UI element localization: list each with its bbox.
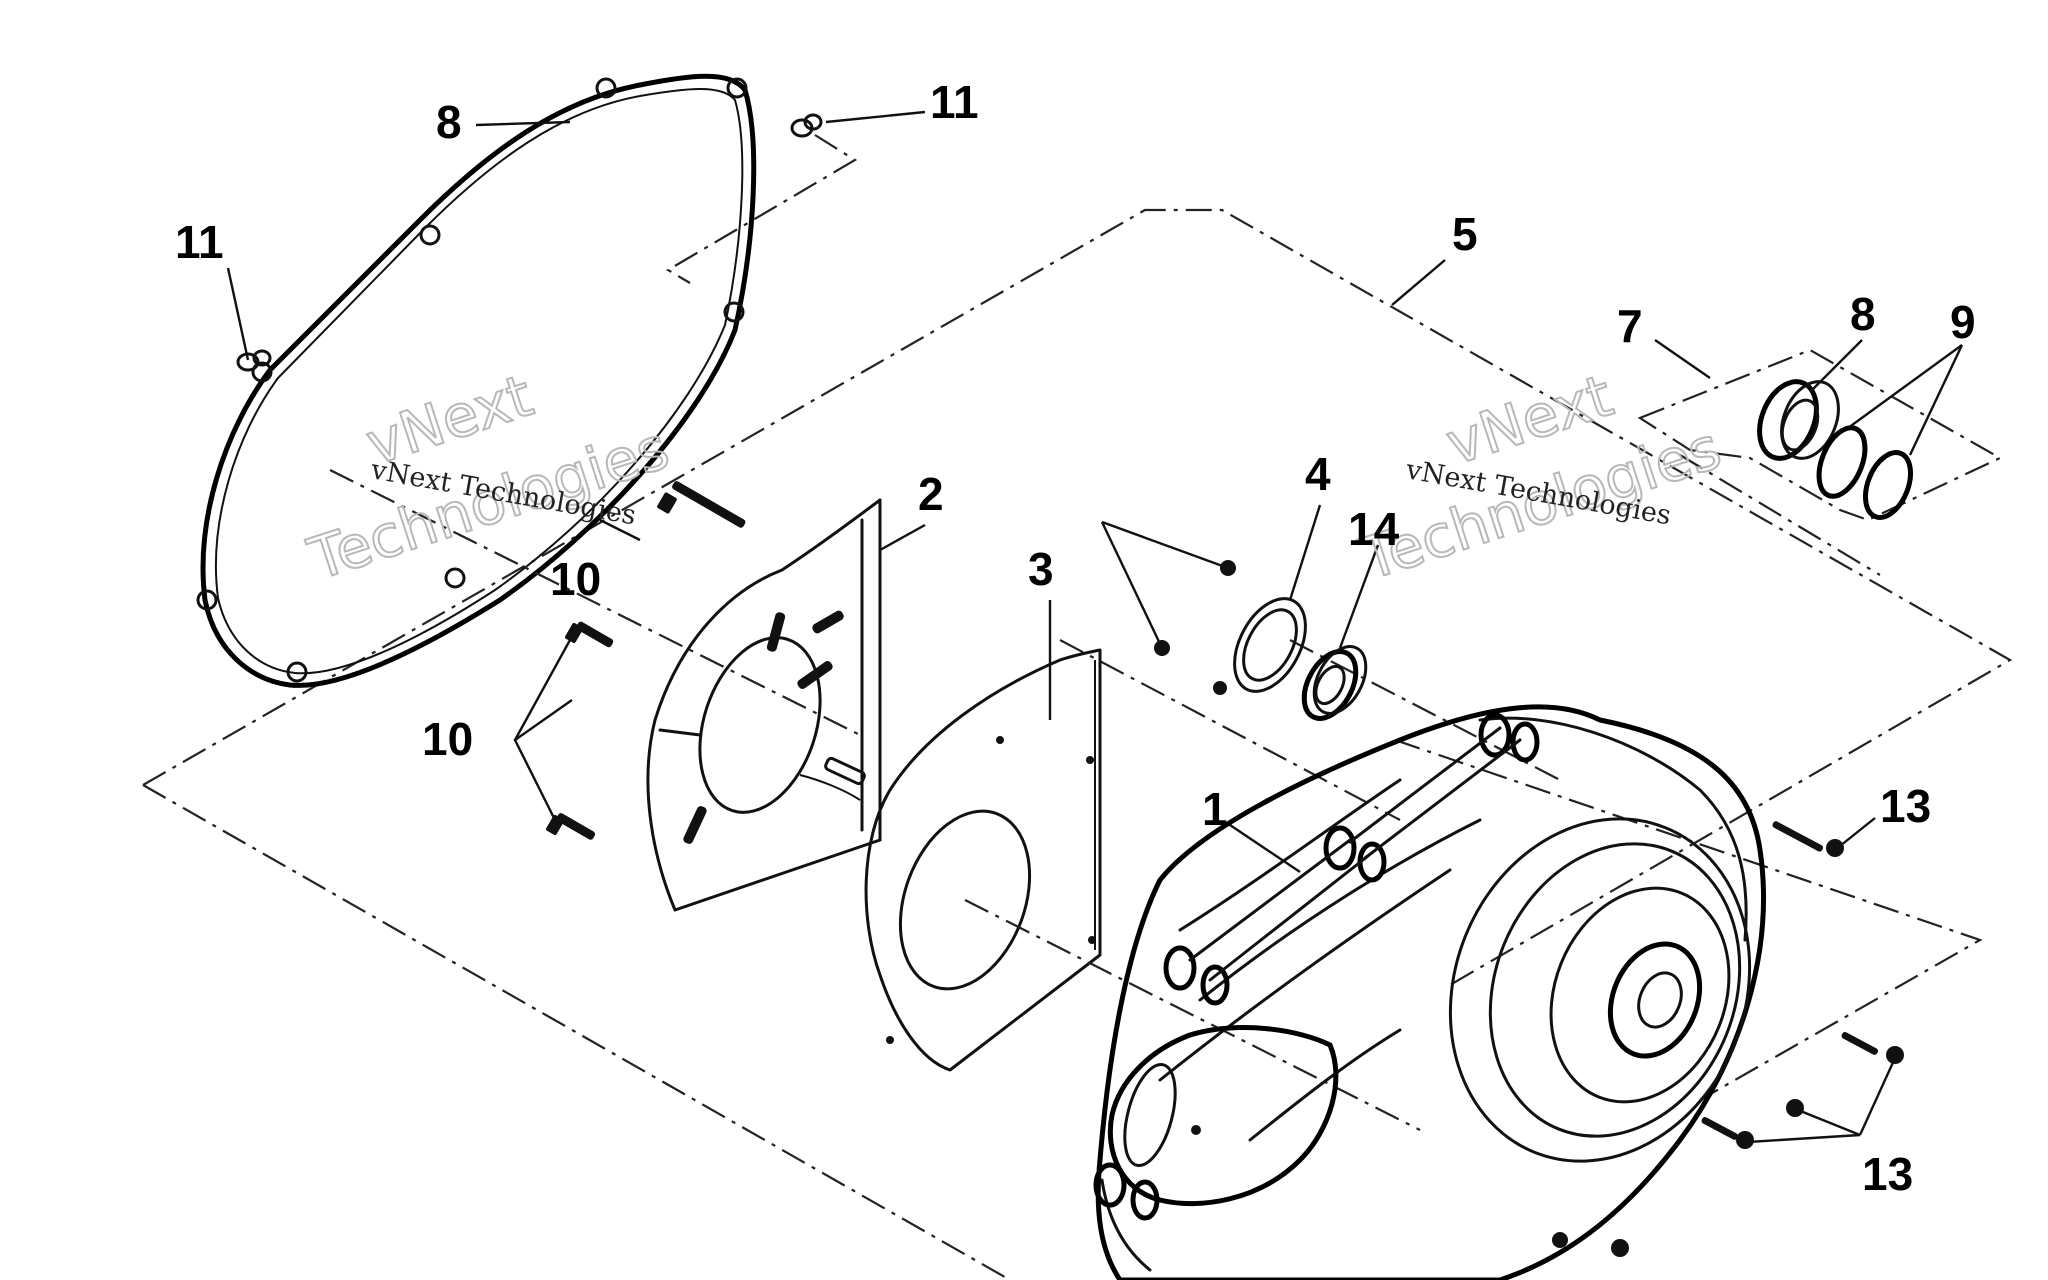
callout-5: 5 [1452,208,1478,260]
callout-11-left: 11 [175,216,224,268]
cover-bolt-13-a [1826,839,1844,857]
duct-plate-slots [683,610,844,844]
callout-13-lower: 13 [1862,1148,1913,1200]
callout-10-upper: 10 [550,553,601,605]
seal-kit-box-7 [1637,348,2003,522]
cover-bolts-13 [1552,821,1904,1257]
cover-bolt-13-c [1786,1099,1804,1117]
bolt-10-b [565,621,614,648]
callout-4: 4 [1305,448,1331,500]
cover-bolt-13-d [1736,1131,1754,1149]
bearing-14 [1301,645,1368,721]
callout-1: 1 [1202,783,1228,835]
outer-cover-1 [1093,704,1766,1280]
bolts-10 [546,481,746,840]
retainer-bolt-3 [1213,681,1227,695]
leader-lines [226,110,1964,1144]
assembly-envelope-5 [142,208,2013,1280]
watermark-right: vNext Technologies vNext Technologies [1351,360,1729,594]
gasket-lug-1 [595,77,617,99]
seal-retainer-4 [1154,560,1307,695]
cover-bolt-13-e [1611,1239,1629,1257]
callout-9: 9 [1950,296,1976,348]
callout-7: 7 [1617,300,1643,352]
gasket-lug-3 [723,301,745,323]
callout-11-top: 11 [930,76,979,128]
gasket-lug-8 [444,567,466,589]
gasket-lug-2 [726,77,748,99]
cover-bolt-13-b [1886,1046,1904,1064]
callout-14: 14 [1348,503,1400,555]
callout-labels: 1 2 3 4 5 7 8 8 9 10 10 11 11 13 13 14 [175,76,1976,1200]
gasket-lug-4 [419,224,441,246]
bolt-10-c [546,813,596,840]
housing-bosses [1093,712,1540,1221]
duct-gasket-3 [864,648,1102,1072]
oil-seal-8 [1757,379,1840,461]
callout-13-upper: 13 [1880,780,1931,832]
air-duct-plate-2 [646,498,882,912]
cover-bolt-13-f [1552,1232,1568,1248]
callout-10-lower: 10 [422,713,473,765]
dowel-pin-11-top [665,113,858,284]
o-rings-9 [1816,425,1913,520]
callout-8-gasket: 8 [436,96,462,148]
gasket-lug-7 [286,661,308,683]
watermark-left: vNext Technologies vNext Technologies [299,360,677,594]
cover-gasket-8 [196,73,757,688]
dowel-pin-11-left [236,349,272,372]
callout-2: 2 [918,468,944,520]
callout-3: 3 [1028,543,1054,595]
gasket-lug-6 [196,589,218,611]
callout-8-seal: 8 [1850,288,1876,340]
gasket-lug-5 [251,361,273,383]
bolt-10-a [657,481,746,528]
